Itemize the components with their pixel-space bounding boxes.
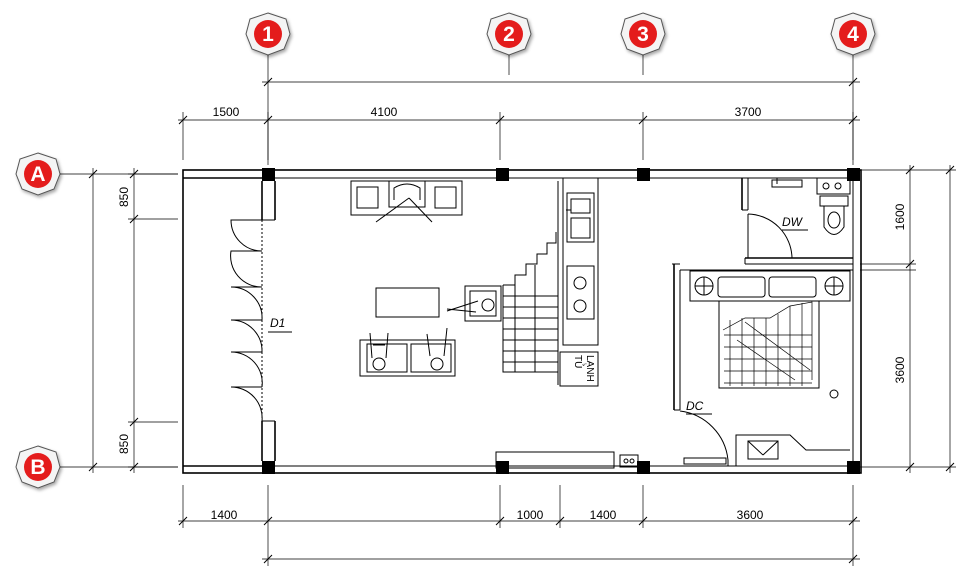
folding-door-d1 — [230, 219, 263, 422]
grid-bubble-2 — [486, 12, 532, 56]
front-wall — [261, 181, 276, 461]
bedside-lamp-icon — [829, 389, 839, 399]
wardrobe — [735, 434, 850, 466]
bottom-dimension-chain — [178, 485, 860, 528]
dim-right-1: 1600 — [893, 203, 907, 230]
refrigerator — [559, 351, 599, 387]
dim-left-2: 850 — [117, 434, 131, 454]
structural-columns — [262, 168, 860, 474]
dim-right-2: 3600 — [893, 356, 907, 383]
top-dimension-chain — [178, 112, 860, 160]
bed — [689, 270, 851, 389]
dim-bottom-4: 3600 — [737, 508, 764, 522]
seated-person-icon — [369, 327, 448, 371]
label-d1: D1 — [270, 316, 285, 330]
armchair — [446, 285, 502, 322]
bedroom-door-threshold — [683, 457, 727, 465]
kitchen-counter — [562, 177, 599, 346]
top-dimension-overall — [262, 77, 860, 87]
grid-label-1: 1 — [262, 23, 274, 46]
coffee-table — [375, 287, 440, 318]
dim-top-1: 1500 — [213, 105, 240, 119]
grid-bubble-4 — [830, 12, 876, 56]
label-dw: DW — [782, 215, 804, 229]
dim-bottom-3: 1400 — [590, 508, 617, 522]
grid-label-4: 4 — [847, 23, 859, 46]
grid-label-a: A — [30, 163, 45, 186]
toilet — [816, 177, 851, 235]
dim-bottom-1: 1400 — [211, 508, 238, 522]
staircase — [502, 181, 559, 385]
grid-bubble-b — [15, 445, 61, 489]
grid-label-3: 3 — [637, 23, 649, 46]
wc-walls — [741, 178, 853, 265]
grid-bubble-a — [15, 152, 61, 196]
lower-counter — [495, 451, 639, 469]
label-dc: DC — [686, 399, 704, 413]
right-dimension-chain — [860, 165, 956, 473]
grid-bubble-3 — [620, 12, 666, 56]
bedroom-walls — [673, 264, 853, 466]
bottom-dimension-overall — [262, 528, 860, 566]
tv-cabinet — [350, 180, 463, 223]
fridge-label-line1: TỦ — [572, 355, 585, 368]
fridge-label-line2: LẠNH — [584, 355, 595, 382]
dim-bottom-2: 1000 — [517, 508, 544, 522]
dim-top-2: 4100 — [371, 105, 398, 119]
grid-label-b: B — [30, 456, 45, 479]
grid-label-2: 2 — [503, 23, 515, 46]
dim-top-3: 3700 — [735, 105, 762, 119]
left-dimension-chain — [88, 168, 178, 473]
dim-left-1: 850 — [117, 187, 131, 207]
bed-blanket-pattern — [722, 301, 813, 386]
